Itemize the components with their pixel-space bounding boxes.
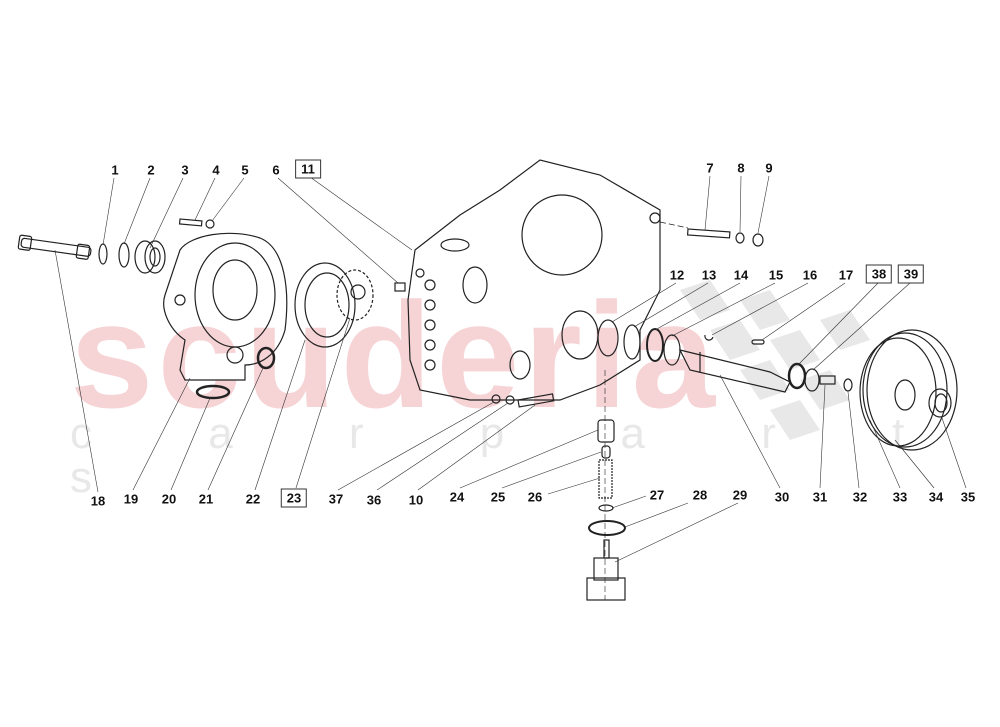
part-26-spring (598, 459, 613, 499)
part-30-shaft (678, 349, 791, 393)
part-25-pin (601, 445, 611, 459)
callout-10[interactable]: 10 (408, 492, 424, 508)
part-12-seal (597, 319, 619, 357)
part-5-washer (205, 219, 215, 229)
callout-24[interactable]: 24 (449, 489, 465, 505)
part-10-screw (517, 393, 555, 408)
watermark-tagline: c a r p a r t s (70, 409, 957, 502)
callout-38[interactable]: 38 (865, 264, 893, 284)
callout-26[interactable]: 26 (527, 489, 543, 505)
callout-18[interactable]: 18 (90, 493, 106, 509)
part-19-pump-body (163, 232, 288, 381)
part-31-spacer (819, 375, 836, 385)
part-14-seal (646, 328, 664, 362)
callout-2[interactable]: 2 (147, 162, 155, 178)
part-16-key (704, 334, 714, 341)
callout-12[interactable]: 12 (669, 267, 685, 283)
part-36-washer (505, 395, 515, 405)
part-6-stud (394, 282, 406, 292)
checkered-flag-watermark (680, 280, 870, 440)
part-18-shaft (17, 234, 92, 260)
part-39-ring (804, 368, 820, 392)
part-22-outer-rotor (294, 262, 356, 348)
part-13-ring (623, 324, 641, 360)
callout-6[interactable]: 6 (272, 162, 280, 178)
callout-39[interactable]: 39 (897, 264, 925, 284)
callout-9[interactable]: 9 (765, 160, 773, 176)
callout-29[interactable]: 29 (732, 487, 748, 503)
part-35-nut (928, 388, 952, 418)
callout-28[interactable]: 28 (692, 487, 708, 503)
callout-35[interactable]: 35 (960, 489, 976, 505)
part-20-oring (195, 384, 231, 400)
part-8-washer (735, 232, 745, 244)
callout-20[interactable]: 20 (161, 491, 177, 507)
part-9-nut (752, 233, 764, 247)
callout-11[interactable]: 11 (295, 159, 321, 179)
part-28-washer (588, 520, 626, 536)
callout-33[interactable]: 33 (892, 489, 908, 505)
callout-1[interactable]: 1 (111, 162, 119, 178)
callout-15[interactable]: 15 (768, 267, 784, 283)
callout-14[interactable]: 14 (733, 267, 749, 283)
callout-36[interactable]: 36 (366, 492, 382, 508)
callout-27[interactable]: 27 (649, 487, 665, 503)
callout-16[interactable]: 16 (802, 267, 818, 283)
part-29-plug (586, 539, 626, 601)
part-11-timing-cover (407, 159, 661, 401)
callout-30[interactable]: 30 (774, 489, 790, 505)
callout-34[interactable]: 34 (928, 489, 944, 505)
part-33-pulley (859, 329, 958, 451)
part-21-oring (256, 346, 276, 370)
callout-19[interactable]: 19 (123, 491, 139, 507)
part-17-key (751, 339, 765, 345)
callout-25[interactable]: 25 (490, 489, 506, 505)
part-7-stud (686, 228, 731, 239)
callout-4[interactable]: 4 (212, 162, 220, 178)
callout-8[interactable]: 8 (737, 160, 745, 176)
callout-22[interactable]: 22 (245, 491, 261, 507)
callout-32[interactable]: 32 (852, 489, 868, 505)
part-4-screw (178, 218, 203, 227)
callout-5[interactable]: 5 (241, 162, 249, 178)
callout-23[interactable]: 23 (280, 488, 308, 508)
part-1-circlip (98, 243, 108, 265)
callout-17[interactable]: 17 (838, 267, 854, 283)
callout-3[interactable]: 3 (181, 162, 189, 178)
part-3-bearing (134, 240, 166, 274)
callout-7[interactable]: 7 (706, 160, 714, 176)
part-34-hub (894, 379, 916, 411)
part-32-circlip (843, 378, 853, 392)
callout-21[interactable]: 21 (198, 491, 214, 507)
part-24-valve (597, 419, 615, 443)
part-23-gear (336, 269, 374, 321)
callout-13[interactable]: 13 (701, 267, 717, 283)
part-2-ring (118, 242, 130, 268)
part-15-circlip (663, 334, 681, 366)
callout-31[interactable]: 31 (812, 489, 828, 505)
part-37-washer (491, 394, 501, 404)
part-27-washer (598, 504, 614, 512)
callout-37[interactable]: 37 (328, 491, 344, 507)
